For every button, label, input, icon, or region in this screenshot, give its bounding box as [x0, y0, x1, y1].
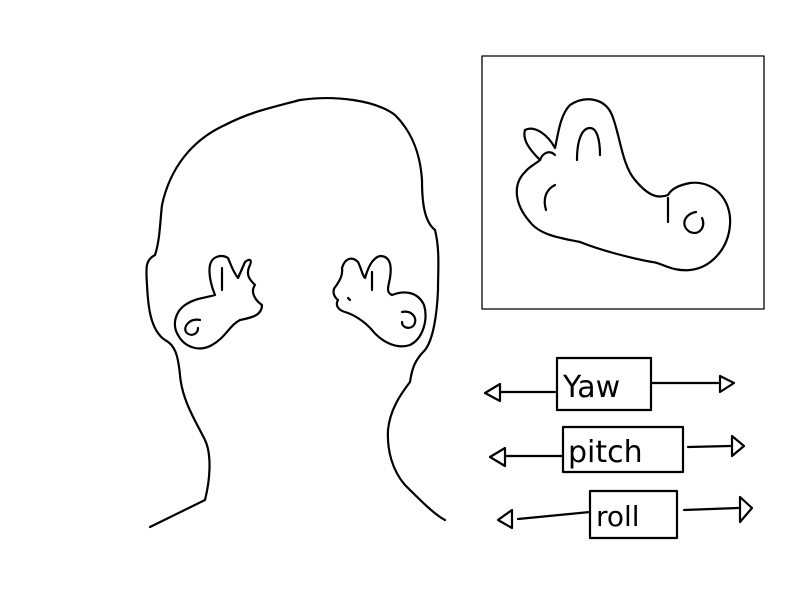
head-outline: [145, 97, 447, 529]
right-inner-ear-icon: [332, 254, 427, 348]
yaw-box: [555, 356, 653, 412]
roll-row: roll: [496, 489, 754, 540]
pitch-label: pitch: [568, 435, 643, 470]
left-inner-ear-icon: [173, 254, 264, 350]
yaw-right-arrow-icon: [650, 374, 736, 394]
roll-left-arrow-icon: [496, 508, 592, 530]
pitch-left-arrow-icon: [488, 446, 565, 468]
yaw-left-arrow-icon: [483, 382, 557, 403]
zoomed-inner-ear-icon: [515, 98, 732, 272]
yaw-label: Yaw: [562, 370, 620, 405]
zoomed-ear-frame: [481, 55, 765, 310]
pitch-right-arrow-icon: [686, 434, 746, 458]
pitch-row: pitch: [488, 425, 746, 474]
roll-box: [588, 489, 679, 540]
roll-label: roll: [596, 500, 640, 533]
yaw-row: Yaw: [483, 356, 736, 412]
roll-right-arrow-icon: [682, 495, 754, 524]
pitch-box: [561, 425, 685, 474]
